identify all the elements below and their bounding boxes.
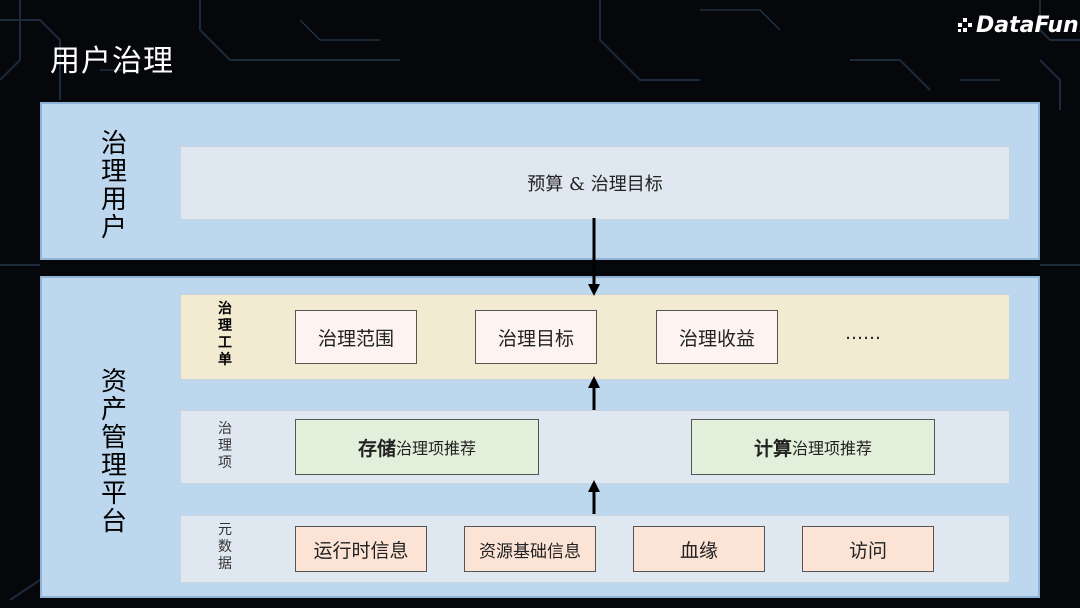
asset-platform-label: 资产管理平台 <box>100 367 127 537</box>
governance-items-layer: 治理项 存储治理项推荐 计算治理项推荐 <box>180 410 1010 484</box>
governance-items-label: 治理项 <box>218 421 232 471</box>
work-order-ellipsis: …… <box>845 323 881 344</box>
logo-text: DataFun. <box>976 12 1080 38</box>
budget-goal-text: 预算 & 治理目标 <box>527 174 663 195</box>
slide-title: 用户治理 <box>50 44 174 79</box>
asset-platform-panel: 资产管理平台 治理工单 治理范围 治理目标 治理收益 …… 治理项 存储治理项推… <box>40 276 1040 598</box>
metadata-layer: 元数据 运行时信息 资源基础信息 血缘 访问 <box>180 515 1010 583</box>
governance-users-panel: 治理用户 预算 & 治理目标 <box>40 102 1040 260</box>
work-order-label: 治理工单 <box>218 301 232 368</box>
logo-mark-icon <box>958 17 974 33</box>
compute-recommend-box: 计算治理项推荐 <box>691 419 935 475</box>
work-order-item: 治理目标 <box>475 310 597 364</box>
governance-users-label: 治理用户 <box>100 129 127 243</box>
work-order-layer: 治理工单 治理范围 治理目标 治理收益 …… <box>180 294 1010 380</box>
metadata-item: 资源基础信息 <box>464 526 596 572</box>
metadata-label: 元数据 <box>218 522 232 572</box>
work-order-item: 治理范围 <box>295 310 417 364</box>
datafun-logo: DataFun. <box>958 10 1080 40</box>
storage-recommend-box: 存储治理项推荐 <box>295 419 539 475</box>
storage-bold-text: 存储 <box>357 437 396 460</box>
budget-goal-box: 预算 & 治理目标 <box>180 146 1010 220</box>
work-order-item: 治理收益 <box>656 310 778 364</box>
metadata-item: 访问 <box>802 526 934 572</box>
storage-rest-text: 治理项推荐 <box>396 439 477 458</box>
compute-rest-text: 治理项推荐 <box>792 439 873 458</box>
metadata-item: 血缘 <box>633 526 765 572</box>
metadata-item: 运行时信息 <box>295 526 427 572</box>
compute-bold-text: 计算 <box>753 437 792 460</box>
